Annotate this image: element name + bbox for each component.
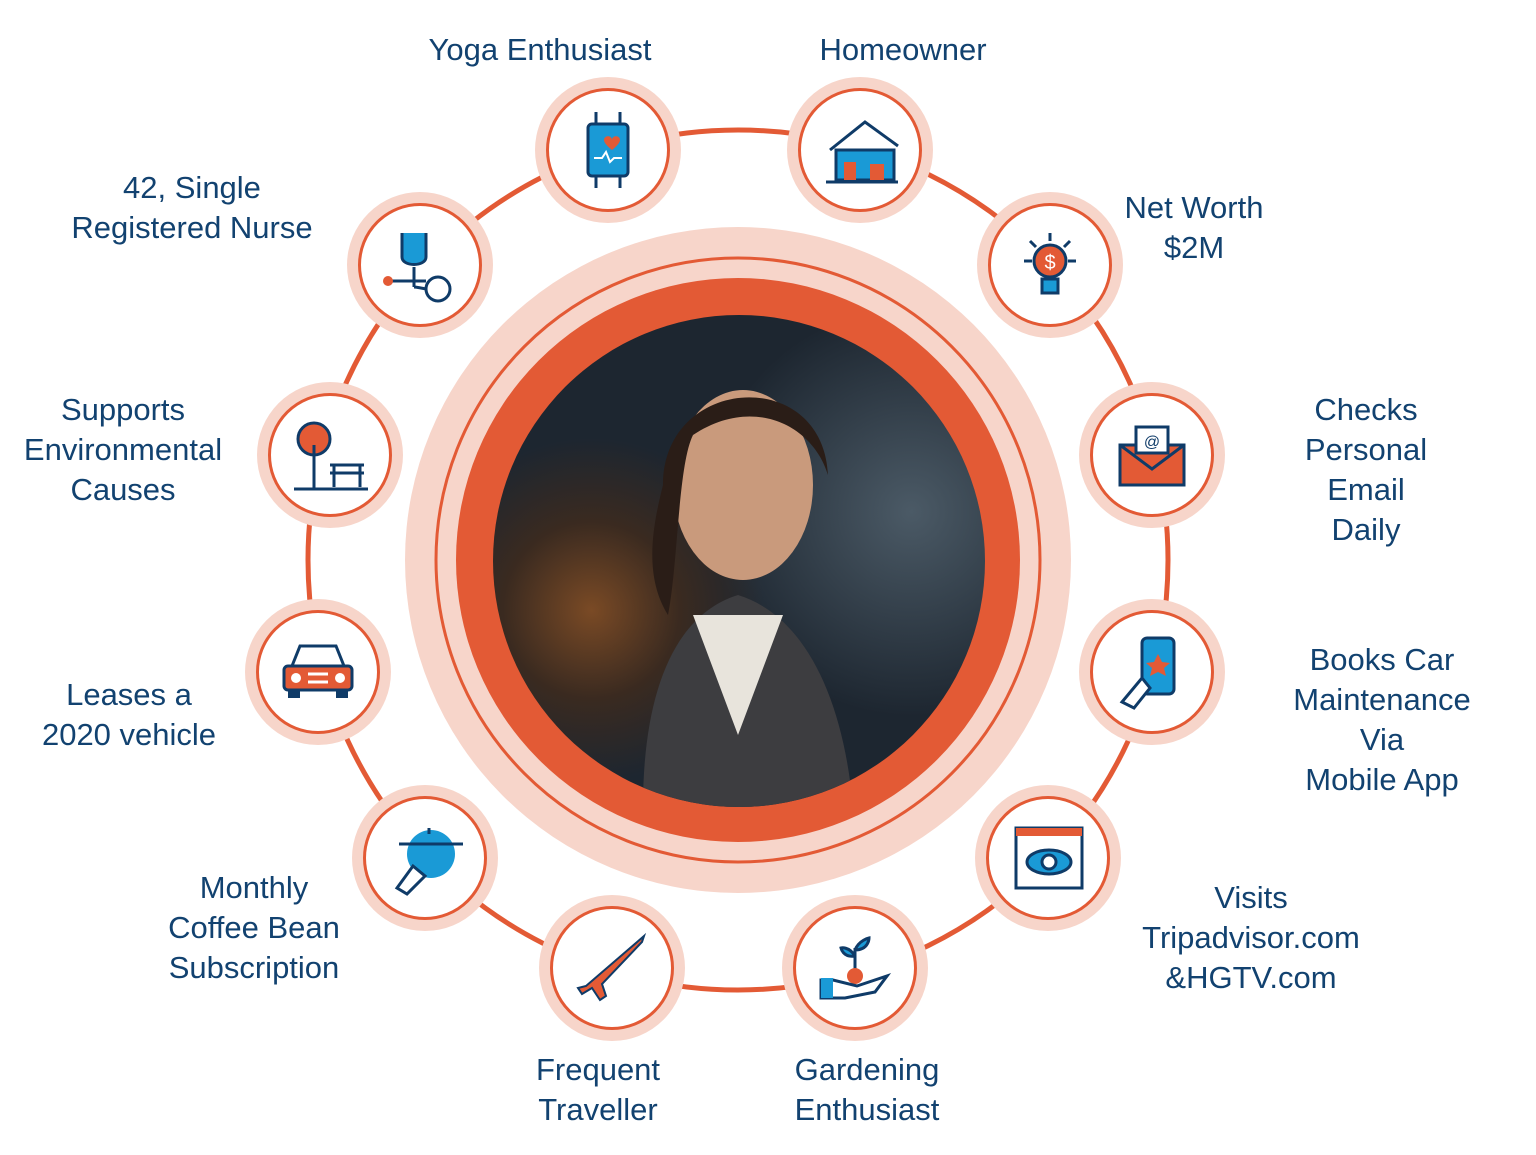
node-label: Books Car Maintenance Via Mobile App bbox=[1293, 642, 1471, 797]
node-mobile-phone-hand bbox=[1079, 599, 1225, 745]
car-icon bbox=[282, 644, 354, 698]
node-circle bbox=[256, 610, 380, 734]
stethoscope-icon bbox=[383, 233, 452, 303]
node-circle bbox=[798, 88, 922, 212]
node-circle bbox=[1090, 610, 1214, 734]
node-tree-bench bbox=[257, 382, 403, 528]
node-circle bbox=[550, 906, 674, 1030]
node-hand-plant bbox=[782, 895, 928, 1041]
node-label: Homeowner bbox=[819, 32, 987, 67]
node-circle: @ bbox=[1090, 393, 1214, 517]
node-label: Checks Personal Email Daily bbox=[1304, 392, 1428, 547]
node-smartwatch-heart bbox=[535, 77, 681, 223]
node-browser-eye bbox=[975, 785, 1121, 931]
mobile-phone-hand-icon bbox=[1119, 636, 1176, 710]
node-house bbox=[787, 77, 933, 223]
browser-eye-icon bbox=[1014, 826, 1084, 890]
node-circle bbox=[793, 906, 917, 1030]
lightbulb-dollar-icon: $ bbox=[1024, 233, 1076, 295]
email-envelope-icon: @ bbox=[1118, 425, 1186, 487]
hand-plant-icon bbox=[819, 936, 892, 1000]
node-label: Frequent Traveller bbox=[535, 1052, 661, 1127]
node-label: Yoga Enthusiast bbox=[428, 32, 652, 67]
node-label: 42, Single Registered Nurse bbox=[71, 170, 313, 245]
house-icon bbox=[826, 120, 899, 184]
smartwatch-heart-icon bbox=[586, 112, 630, 188]
node-label: Gardening Enthusiast bbox=[794, 1052, 940, 1127]
node-label: Supports Environmental Causes bbox=[23, 392, 223, 507]
node-circle bbox=[546, 88, 670, 212]
node-circle: $ bbox=[988, 203, 1112, 327]
node-label: Monthly Coffee Bean Subscription bbox=[168, 870, 340, 985]
node-circle bbox=[363, 796, 487, 920]
node-lightbulb-dollar: $ bbox=[977, 192, 1123, 338]
svg-text:@: @ bbox=[1144, 434, 1160, 451]
thin-ring bbox=[434, 256, 1042, 864]
serving-tray-icon bbox=[394, 828, 463, 896]
node-label: Net Worth $2M bbox=[1124, 190, 1264, 265]
node-circle bbox=[986, 796, 1110, 920]
node-circle bbox=[268, 393, 392, 517]
portrait-silhouette bbox=[643, 390, 853, 807]
node-circle bbox=[358, 203, 482, 327]
node-serving-tray bbox=[352, 785, 498, 931]
node-email-envelope: @ bbox=[1079, 382, 1225, 528]
airplane-icon bbox=[576, 932, 647, 1002]
node-stethoscope bbox=[347, 192, 493, 338]
portrait-photo bbox=[493, 315, 985, 807]
node-airplane bbox=[539, 895, 685, 1041]
node-car bbox=[245, 599, 391, 745]
tree-bench-icon bbox=[294, 421, 368, 491]
node-label: Visits Tripadvisor.com &HGTV.com bbox=[1142, 880, 1360, 995]
svg-text:$: $ bbox=[1044, 252, 1055, 274]
connector-ring bbox=[305, 127, 1171, 993]
node-label: Leases a 2020 vehicle bbox=[41, 677, 217, 752]
